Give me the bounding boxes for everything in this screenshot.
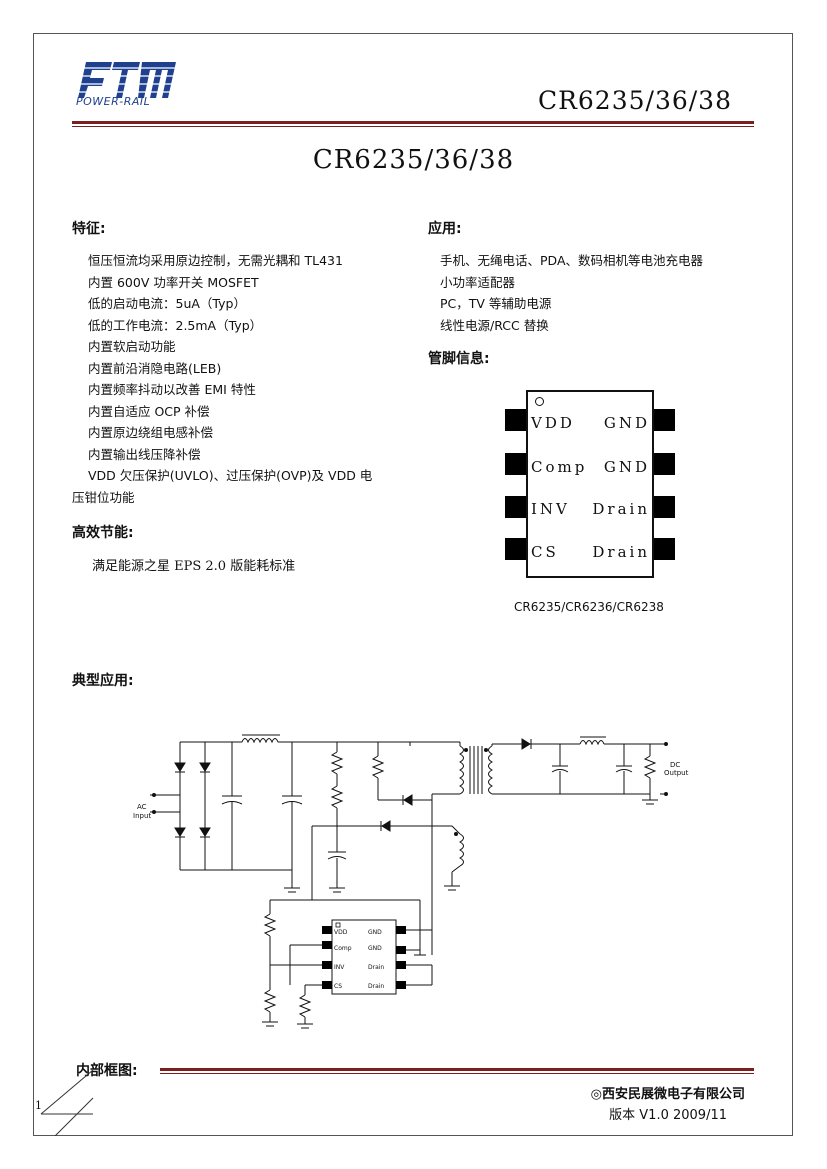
features-list: 恒压恒流均采用原边控制，无需光耦和 TL431 内置 600V 功率开关 MOS… [72,250,373,508]
application-item: PC，TV 等辅助电源 [440,296,552,311]
pin-right [654,453,675,475]
typical-heading: 典型应用: [72,673,134,689]
mini-chip-label: VDD [334,929,348,936]
pin-right [654,538,675,560]
version-info: 版本 V1.0 2009/11 [609,1108,727,1123]
application-item: 线性电源/RCC 替换 [440,317,549,333]
feature-item: 内置频率抖动以改善 EMI 特性 [88,382,256,397]
power-rail-logo [78,62,178,98]
footer-rule [160,1068,754,1071]
pin-label-left: VDD [531,414,575,432]
page-corner-mark [40,1070,94,1136]
mini-chip-label: GND [368,945,382,952]
pin-label-left: CS [531,543,559,561]
pin-label-right: GND [603,414,650,432]
pin-label-left: Comp [531,458,588,476]
page-number: 1 [35,1099,42,1112]
header-rule-thin [72,126,754,127]
pin-left [505,538,526,560]
company-name: ◎西安民展微电子有限公司 [590,1087,745,1102]
feature-item: 压钳位功能 [72,489,135,505]
feature-item: 低的工作电流：2.5mA（Typ） [88,317,263,333]
feature-item: 低的启动电流：5uA（Typ） [88,296,246,311]
ac-label: Input [133,812,151,820]
applications-heading: 应用: [428,221,462,237]
pin-right [654,409,675,431]
mini-chip-label: Drain [368,983,384,990]
pin-label-left: INV [531,500,570,518]
pins-caption: CR6235/CR6236/CR6238 [514,600,664,614]
feature-item: 内置原边绕组电感补偿 [88,425,214,440]
feature-item: 内置前沿消隐电路(LEB) [88,360,222,376]
dc-label: Output [664,769,689,777]
feature-item: 恒压恒流均采用原边控制，无需光耦和 TL431 [88,253,343,268]
pin-label-right: Drain [592,543,650,561]
efficiency-heading: 高效节能: [72,525,134,541]
header-rule [72,121,754,124]
feature-item: 内置输出线压降补偿 [88,446,201,462]
header-model: CR6235/36/38 [537,86,732,115]
chip-package: VDD Comp INV CS GND GND Drain Drain [526,390,654,578]
application-item: 小功率适配器 [440,274,516,290]
ac-label: AC [137,803,147,811]
efficiency-text: 满足能源之星 EPS 2.0 版能耗标准 [92,559,296,574]
logo-subtitle: POWER-RAIL [76,95,151,108]
document-title: CR6235/36/38 [312,145,515,175]
mini-chip-label: CS [334,983,342,990]
applications-list: 手机、无绳电话、PDA、数码相机等电池充电器 小功率适配器 PC，TV 等辅助电… [440,250,703,336]
mini-chip-label: GND [368,929,382,936]
pin-left [505,409,526,431]
feature-item: 内置软启动功能 [88,339,176,354]
pin1-marker [535,397,544,406]
feature-item: VDD 欠压保护(UVLO)、过压保护(OVP)及 VDD 电 [88,468,373,483]
pin-label-right: GND [603,458,650,476]
pin-label-right: Drain [592,500,650,518]
mini-chip-label: Comp [334,945,352,952]
page-frame [33,33,793,1136]
pins-heading: 管脚信息: [428,351,490,367]
pin-right [654,496,675,518]
application-item: 手机、无绳电话、PDA、数码相机等电池充电器 [440,253,703,268]
dc-label: DC [670,761,680,769]
internal-heading: 内部框图: [76,1063,138,1079]
footer-rule-thin [160,1073,754,1074]
mini-chip-label: INV [334,964,345,971]
feature-item: 内置 600V 功率开关 MOSFET [88,274,259,290]
pin-left [505,453,526,475]
mini-chip-label: Drain [368,964,384,971]
pin-left [505,496,526,518]
features-heading: 特征: [72,221,106,237]
feature-item: 内置自适应 OCP 补偿 [88,403,210,419]
